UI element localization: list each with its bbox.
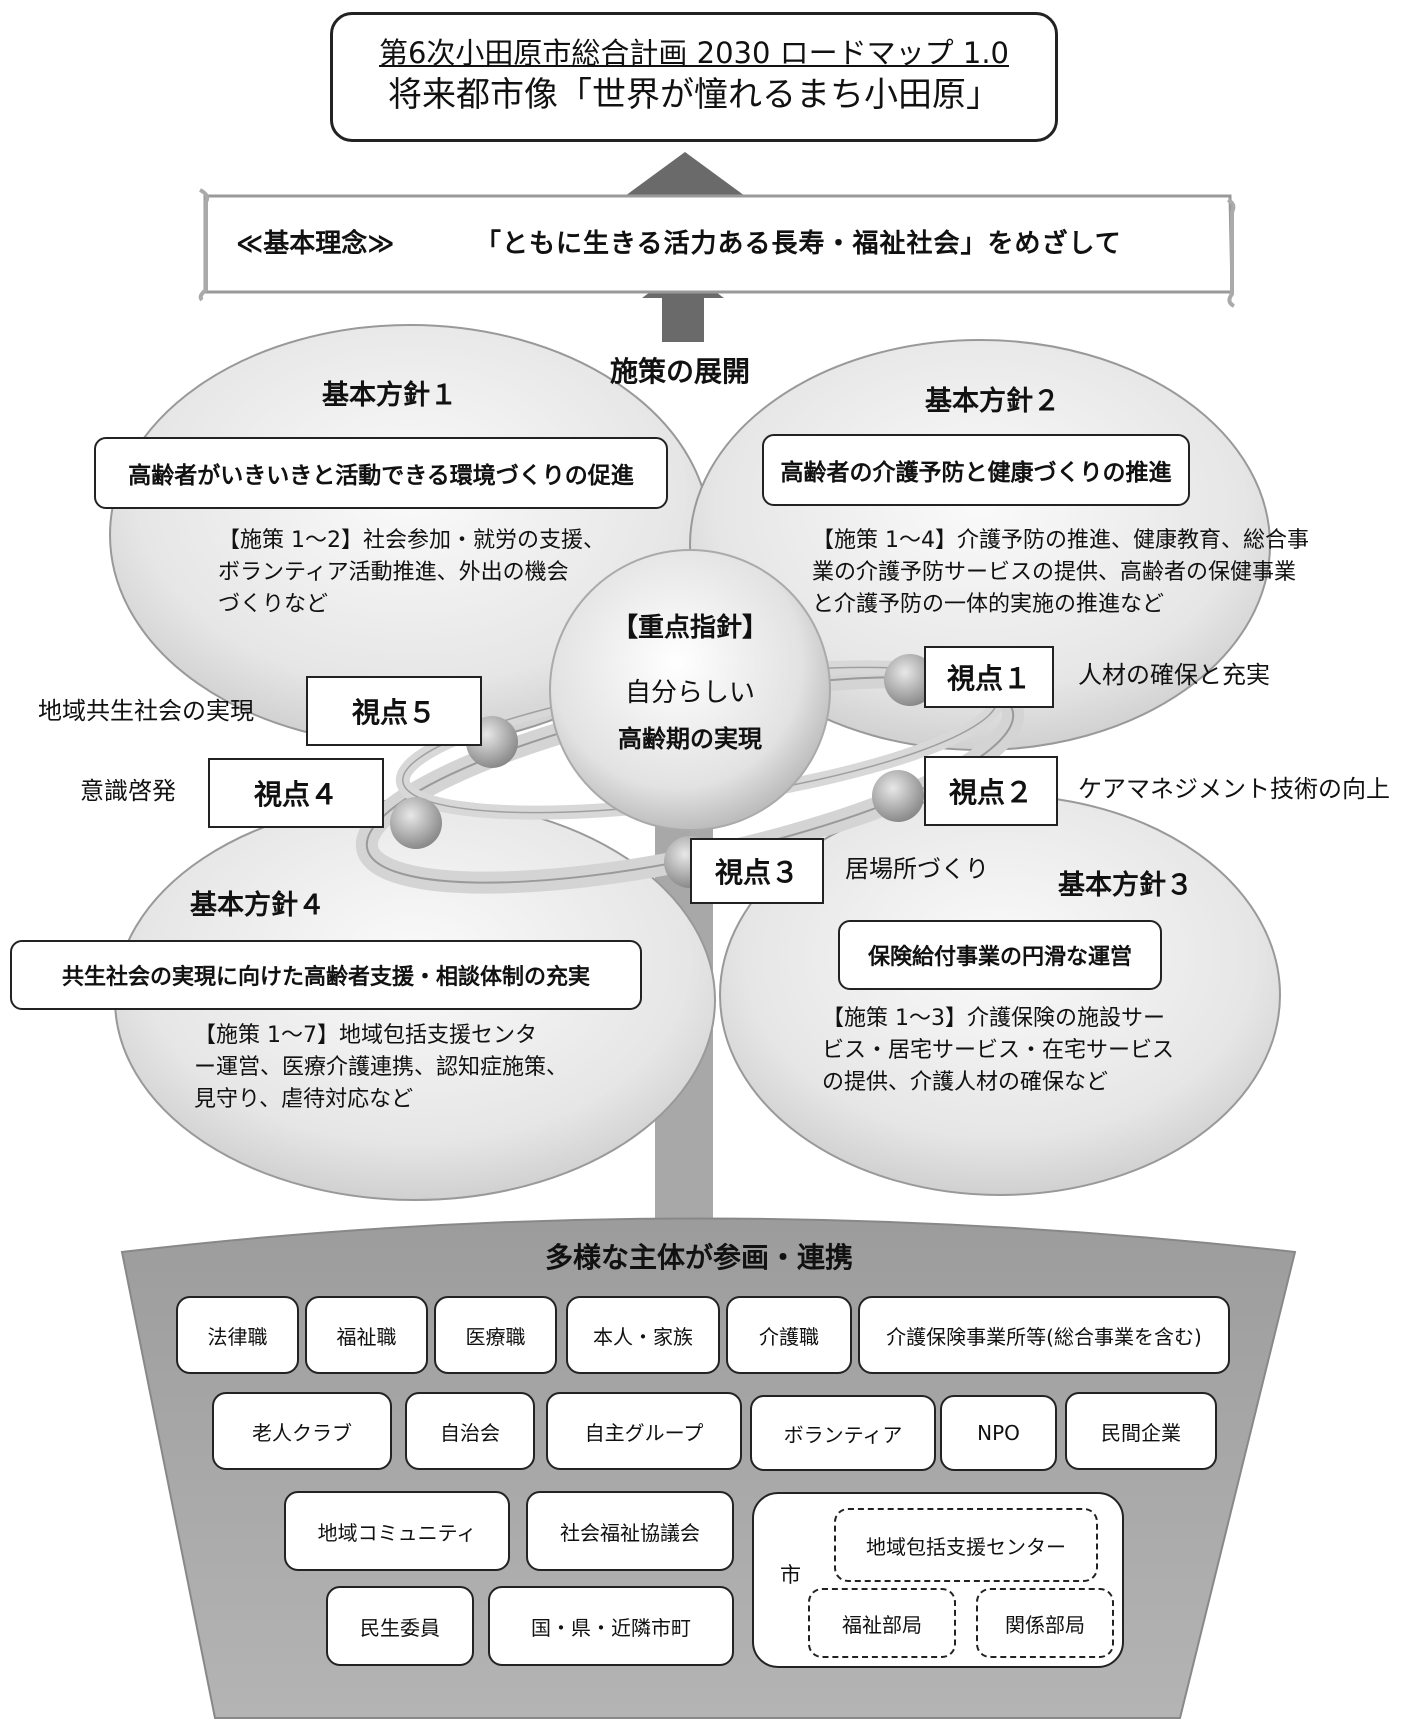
city-label: 市 xyxy=(780,1563,801,1587)
policy-4-desc-line: 見守り、虐待対応など xyxy=(194,1086,414,1112)
policy-4-heading: 基本方針４ xyxy=(190,890,325,921)
philosophy-text: 「ともに生きる活力ある長寿・福祉社会」をめざして xyxy=(475,229,1122,259)
policy-4-desc-line: 【施策 1〜7】地域包括支援センタ xyxy=(194,1023,537,1048)
actor-self-group: 自主グループ xyxy=(546,1392,742,1470)
viewpoint-5-box: 視点５ xyxy=(306,676,482,746)
policy-2-desc: 【施策 1〜4】介護予防の推進、健康教育、総合事 業の介護予防サービスの提供、高… xyxy=(812,525,1309,621)
viewpoint-2-box: 視点２ xyxy=(924,756,1058,826)
policy-3-desc-line: 【施策 1〜3】介護保険の施設サー xyxy=(822,1006,1165,1031)
city-related-dept: 関係部局 xyxy=(976,1588,1114,1658)
policy-4-desc-line: ー運営、医療介護連携、認知症施策、 xyxy=(194,1054,569,1080)
viewpoint-5-desc: 地域共生社会の実現 xyxy=(38,697,254,725)
policy-1-desc-line: 【施策 1〜2】社会参加・就労の支援、 xyxy=(218,528,605,553)
policy-1-desc-line: づくりなど xyxy=(218,591,329,617)
policy-4-title: 共生社会の実現に向けた高齢者支援・相談体制の充実 xyxy=(10,940,642,1010)
center-line2: 高齢期の実現 xyxy=(618,725,762,753)
policy-1-heading: 基本方針１ xyxy=(322,380,457,411)
viewpoint-1-desc: 人材の確保と充実 xyxy=(1078,661,1270,689)
actor-welfare-commissioner: 民生委員 xyxy=(326,1586,474,1666)
policy-3-heading: 基本方針３ xyxy=(1058,870,1193,901)
actor-welfare: 福祉職 xyxy=(305,1296,428,1374)
policy-1-desc: 【施策 1〜2】社会参加・就労の支援、 ボランティア活動推進、外出の機会 づくり… xyxy=(218,525,605,621)
actor-community: 地域コミュニティ xyxy=(284,1491,510,1571)
policy-3-desc: 【施策 1〜3】介護保険の施設サー ビス・居宅サービス・在宅サービス の提供、介… xyxy=(822,1003,1174,1099)
actor-social-council: 社会福祉協議会 xyxy=(526,1491,734,1571)
base-title: 多様な主体が参画・連携 xyxy=(545,1241,854,1274)
ball-1 xyxy=(884,654,936,706)
actor-care-worker: 介護職 xyxy=(726,1296,852,1374)
viewpoint-2-desc: ケアマネジメント技術の向上 xyxy=(1078,775,1390,803)
viewpoint-4-box: 視点４ xyxy=(208,758,384,828)
ball-2 xyxy=(872,770,924,822)
policy-3-desc-line: ビス・居宅サービス・在宅サービス xyxy=(822,1037,1175,1063)
vision-box: 第6次小田原市総合計画 2030 ロードマップ 1.0 将来都市像「世界が憧れる… xyxy=(330,12,1058,142)
actor-legal: 法律職 xyxy=(176,1296,299,1374)
philosophy-label: ≪基本理念≫ xyxy=(236,229,395,259)
actor-care-provider: 介護保険事業所等(総合事業を含む) xyxy=(858,1296,1230,1374)
arrow-up-shaft-icon xyxy=(662,296,704,342)
vision-future-city: 将来都市像「世界が憧れるまち小田原」 xyxy=(388,74,1000,115)
viewpoint-3-box: 視点３ xyxy=(690,838,824,904)
policy-2-desc-line: 【施策 1〜4】介護予防の推進、健康教育、総合事 xyxy=(812,528,1309,553)
actor-neighborhood: 自治会 xyxy=(405,1392,535,1470)
policy-3-title: 保険給付事業の円滑な運営 xyxy=(838,920,1162,990)
policy-3-desc-line: の提供、介護人材の確保など xyxy=(822,1069,1109,1095)
viewpoint-1-box: 視点１ xyxy=(924,646,1054,708)
arrow-up-top-icon xyxy=(625,152,745,196)
policy-2-title: 高齢者の介護予防と健康づくりの推進 xyxy=(762,434,1190,506)
actor-volunteer: ボランティア xyxy=(750,1395,936,1471)
core-circle xyxy=(549,549,831,831)
actor-private: 民間企業 xyxy=(1065,1392,1217,1470)
actor-medical: 医療職 xyxy=(434,1296,557,1374)
city-welfare-dept: 福祉部局 xyxy=(808,1588,956,1658)
policy-2-desc-line: 業の介護予防サービスの提供、高齢者の保健事業 xyxy=(812,559,1297,585)
city-regional-center: 地域包括支援センター xyxy=(834,1508,1098,1582)
actor-senior-club: 老人クラブ xyxy=(212,1392,392,1470)
center-title: 【重点指針】 xyxy=(611,613,768,643)
policy-4-desc: 【施策 1〜7】地域包括支援センタ ー運営、医療介護連携、認知症施策、 見守り、… xyxy=(194,1020,568,1116)
policy-2-desc-line: と介護予防の一体的実施の推進など xyxy=(812,591,1165,617)
actor-government: 国・県・近隣市町 xyxy=(488,1586,734,1666)
vision-roadmap-title: 第6次小田原市総合計画 2030 ロードマップ 1.0 xyxy=(378,36,1010,71)
viewpoint-3-desc: 居場所づくり xyxy=(845,855,989,883)
actor-self-family: 本人・家族 xyxy=(566,1296,720,1374)
actor-npo: NPO xyxy=(940,1395,1057,1471)
policy-1-desc-line: ボランティア活動推進、外出の機会 xyxy=(218,559,569,585)
ball-4 xyxy=(390,797,442,849)
center-line1: 自分らしい xyxy=(624,678,755,708)
policy-2-heading: 基本方針２ xyxy=(925,386,1060,417)
policy-1-title: 高齢者がいきいきと活動できる環境づくりの促進 xyxy=(94,437,668,509)
development-label: 施策の展開 xyxy=(610,355,751,388)
viewpoint-4-desc: 意識啓発 xyxy=(80,777,176,805)
